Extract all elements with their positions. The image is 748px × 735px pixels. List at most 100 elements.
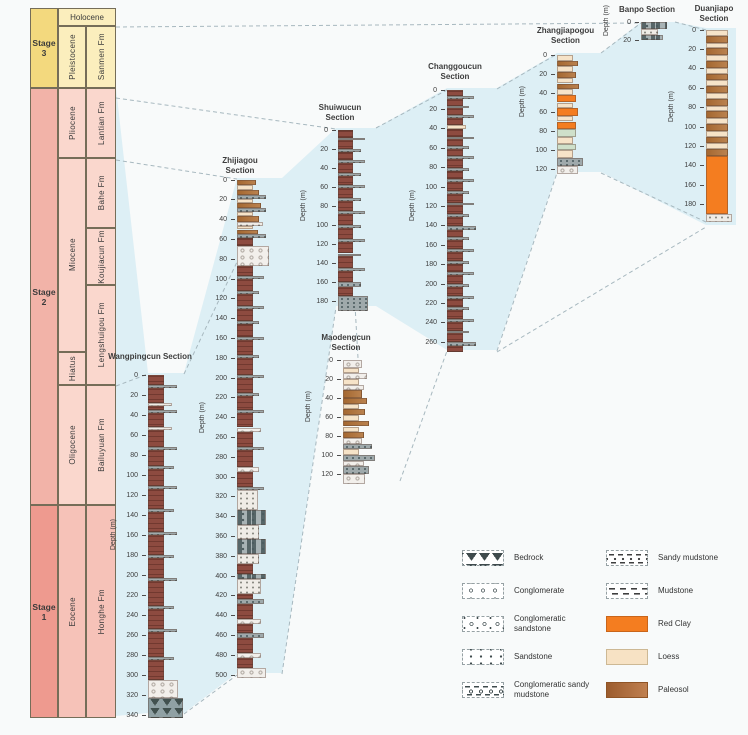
correlation-line <box>183 674 238 715</box>
depth-tick <box>441 341 445 343</box>
depth-tick-label: 20 <box>219 196 227 204</box>
lithology-segment-sm <box>447 167 469 171</box>
lithology-segment-loe <box>237 225 253 230</box>
correlation-line <box>496 172 558 352</box>
depth-tick-label: 180 <box>684 201 696 209</box>
lithology-segment-mud <box>447 310 463 319</box>
lithology-segment-cgl <box>343 373 367 379</box>
depth-tick-label: 20 <box>429 105 437 113</box>
depth-tick-label: 480 <box>215 651 227 659</box>
lithology-segment-mud <box>237 638 253 654</box>
depth-tick-label: 240 <box>425 319 437 327</box>
lithology-segment-cgl <box>343 360 362 368</box>
depth-tick-label: 40 <box>688 65 696 73</box>
depth-tick <box>337 473 341 475</box>
lithology-segment-sm <box>148 629 177 632</box>
depth-tick-label: 120 <box>126 491 138 499</box>
depth-tick-label: 300 <box>126 671 138 679</box>
lithology-segment-mud <box>237 432 253 448</box>
depth-tick <box>231 496 235 498</box>
depth-tick-label: 280 <box>126 651 138 659</box>
lithology-segment-sm <box>338 267 365 271</box>
legend-item-label: Sandstone <box>514 652 553 661</box>
lithology-segment-mud <box>447 240 463 250</box>
lithology-segment-loe <box>557 102 573 109</box>
lithology-segment-mud <box>338 130 353 138</box>
depth-tick-label: 100 <box>321 451 333 459</box>
legend-swatch-sm <box>606 550 648 566</box>
lithology-segment-mud <box>447 333 463 343</box>
lithology-segment-pal <box>706 48 728 56</box>
lithology-segment-mud <box>237 658 253 669</box>
lithology-segment-pal <box>706 86 728 94</box>
depth-tick-label: 140 <box>684 162 696 170</box>
lithology-segment-pal <box>706 149 728 157</box>
lithology-segment-loe <box>706 93 728 99</box>
lithology-segment-cgl <box>148 680 178 698</box>
chart-formation-cell: Bailuyuan Fm <box>86 385 116 505</box>
chart-epoch-cell: Pleistocene <box>58 26 86 88</box>
depth-tick <box>231 456 235 458</box>
lithology-segment-mud <box>237 564 253 574</box>
depth-tick <box>700 126 704 128</box>
depth-tick <box>635 39 639 41</box>
lithology-segment-sm <box>148 606 174 609</box>
depth-tick <box>551 54 555 56</box>
depth-tick <box>700 48 704 50</box>
lithology-segment-mud <box>148 469 164 486</box>
depth-tick <box>142 514 146 516</box>
lithology-segment-sm <box>447 249 474 252</box>
depth-tick-label: 500 <box>215 671 227 679</box>
depth-tick-label: 40 <box>320 164 328 172</box>
depth-tick <box>551 111 555 113</box>
lithology-segment-csm <box>237 539 266 555</box>
depth-tick-label: 40 <box>429 125 437 133</box>
lithology-segment-pal <box>343 420 369 427</box>
depth-tick-label: 160 <box>425 241 437 249</box>
chart-epoch-cell: Pliocene <box>58 88 86 158</box>
lithology-segment-pal <box>706 136 728 144</box>
lithology-segment-pal <box>706 98 728 106</box>
depth-tick <box>332 300 336 302</box>
depth-tick-label: 160 <box>126 531 138 539</box>
lithology-segment-pal <box>343 409 365 416</box>
depth-tick <box>441 147 445 149</box>
depth-tick-label: 260 <box>215 433 227 441</box>
legend-item-label: Sandy mudstone <box>658 553 719 562</box>
depth-tick-label: 280 <box>215 453 227 461</box>
lithology-segment-pal <box>557 60 578 67</box>
depth-tick <box>332 148 336 150</box>
section-title: Duanjiapo Section <box>694 4 734 23</box>
lithology-segment-mud <box>237 358 253 376</box>
lithology-segment-mud <box>447 158 463 168</box>
lithology-segment-mud <box>447 170 463 180</box>
lithology-segment-mud <box>148 430 164 447</box>
lithology-segment-sm <box>338 210 365 214</box>
depth-axis-label: Depth (m) <box>300 189 307 221</box>
depth-axis-label: Depth (m) <box>668 91 675 123</box>
depth-tick <box>231 595 235 597</box>
depth-tick-label: 120 <box>425 202 437 210</box>
depth-tick-label: 60 <box>130 431 138 439</box>
lithology-segment-cgl <box>237 467 259 473</box>
depth-axis-label: Depth (m) <box>603 5 610 37</box>
lithology-segment-loe <box>706 143 728 150</box>
legend-item-label: Conglomeratic sandy mudstone <box>514 680 590 699</box>
lithology-segment-sm <box>447 307 469 311</box>
depth-tick <box>231 298 235 300</box>
depth-tick <box>231 199 235 201</box>
depth-tick-label: 100 <box>684 123 696 131</box>
depth-tick-label: 140 <box>126 511 138 519</box>
depth-tick-label: 200 <box>126 571 138 579</box>
depth-tick-label: 60 <box>219 235 227 243</box>
lithology-segment-loe <box>237 211 253 216</box>
lithology-segment-mud <box>148 660 164 680</box>
lithology-segment-loe <box>237 198 253 203</box>
lithology-segment-pal <box>237 202 261 208</box>
lithology-segment-mud <box>338 213 353 225</box>
depth-tick <box>337 359 341 361</box>
lithology-segment-mud <box>237 603 253 619</box>
lithology-segment-loe <box>343 426 359 433</box>
depth-tick <box>231 575 235 577</box>
lithology-segment-sm <box>338 253 361 257</box>
